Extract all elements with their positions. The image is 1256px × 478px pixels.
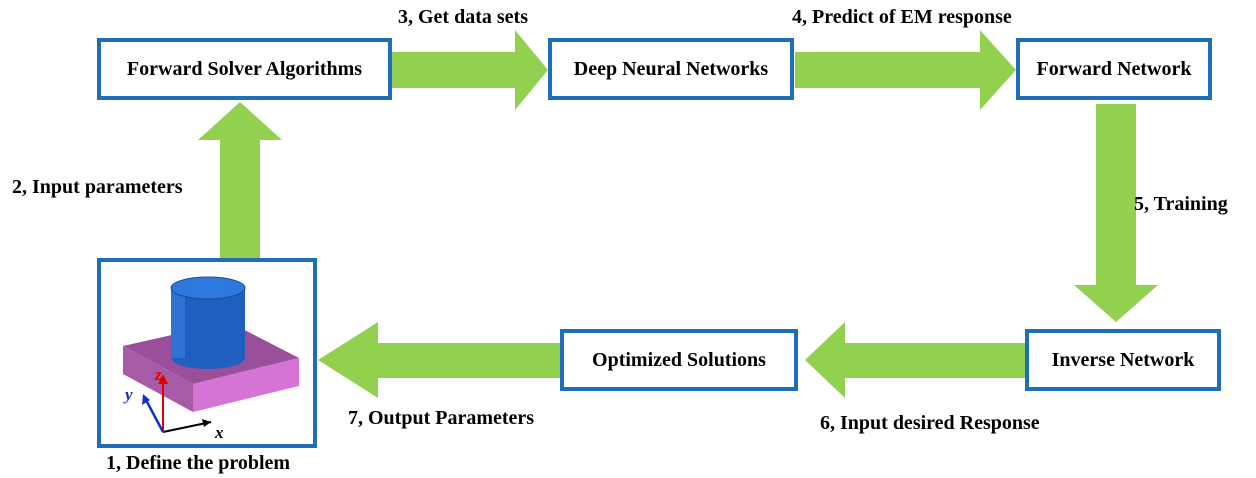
forward-network-label: Forward Network — [1036, 57, 1192, 80]
x-axis-label: x — [214, 423, 224, 442]
arrow-output-parameters — [318, 322, 560, 398]
step-4-label: 4, Predict of EM response — [792, 6, 1012, 28]
step-7-label: 7, Output Parameters — [348, 407, 535, 429]
problem-box: x z y — [97, 258, 317, 448]
step-5-label: 5, Training — [1134, 193, 1228, 215]
arrow-input-desired-response — [805, 322, 1025, 398]
forward-solver-label: Forward Solver Algorithms — [126, 57, 363, 80]
inverse-network-label: Inverse Network — [1051, 348, 1195, 371]
dnn-label: Deep Neural Networks — [573, 57, 769, 80]
arrow-training — [1074, 104, 1158, 322]
arrow-get-data-sets — [392, 30, 548, 110]
pillar-on-slab-illustration: x z y — [123, 276, 299, 442]
step-1-label: 1, Define the problem — [106, 452, 291, 474]
z-axis-label: z — [154, 365, 162, 384]
y-axis-label: y — [123, 385, 133, 404]
step-6-label: 6, Input desired Response — [820, 412, 1040, 434]
step-3-label: 3, Get data sets — [398, 6, 528, 28]
arrow-input-parameters — [198, 102, 282, 258]
forward-solver-box: Forward Solver Algorithms — [97, 38, 392, 100]
dnn-box: Deep Neural Networks — [548, 38, 794, 100]
arrow-predict-em-response — [795, 30, 1016, 110]
optimized-solutions-box: Optimized Solutions — [560, 329, 798, 391]
step-2-label: 2, Input parameters — [12, 176, 183, 198]
inverse-network-box: Inverse Network — [1025, 329, 1221, 391]
optimized-solutions-label: Optimized Solutions — [592, 348, 766, 371]
forward-network-box: Forward Network — [1016, 38, 1212, 100]
